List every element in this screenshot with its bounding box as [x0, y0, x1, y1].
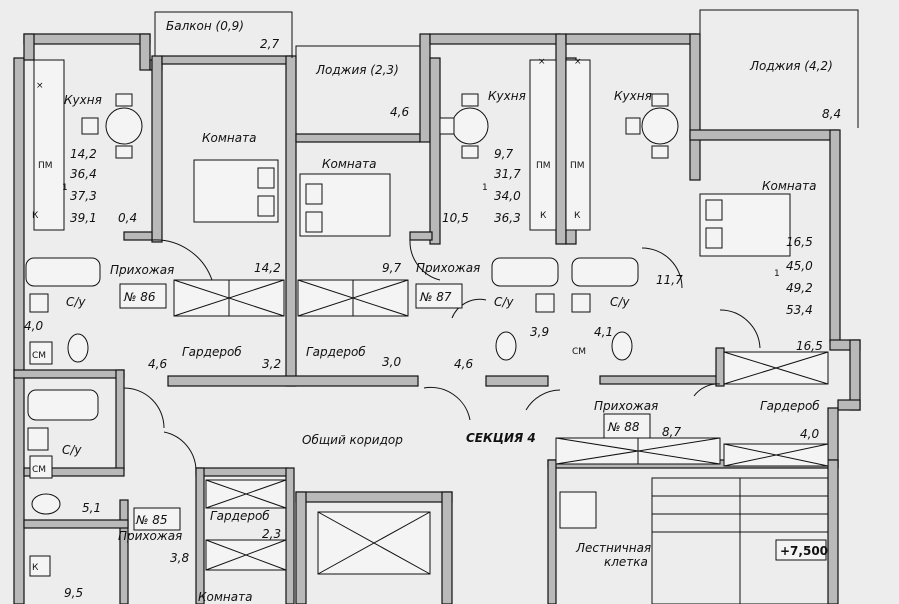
- apt-87-bath-area: 3,9: [530, 325, 549, 339]
- apt-88-number: № 88: [607, 420, 640, 434]
- kitchen-label-88: Кухня: [614, 89, 652, 103]
- apt-88-area-3: 49,2: [786, 281, 813, 295]
- level-label: +7,500: [780, 544, 828, 558]
- apt-88-badge: [603, 413, 651, 439]
- k-label-85: К: [32, 563, 39, 573]
- x-mark-88: ×: [574, 57, 582, 67]
- apt-87-room-area: 9,7: [382, 261, 401, 275]
- apt-87-wardrobe-area: 3,0: [382, 355, 401, 369]
- apt-88-rooms: 1: [774, 269, 780, 279]
- kitchen-label-87: Кухня: [488, 89, 526, 103]
- apt-86-badge: [119, 283, 167, 309]
- sm-label-85: СМ: [32, 465, 46, 475]
- apt-87-number: № 87: [419, 290, 452, 304]
- apt-86-rooms: 1: [62, 183, 68, 193]
- k-label-88: К: [574, 211, 581, 221]
- apt-86-hall-area: 4,6: [148, 357, 167, 371]
- apt-88-area-2: 45,0: [786, 259, 813, 273]
- hall-label-85: Прихожая: [118, 529, 182, 543]
- pm-label-87: ПМ: [536, 161, 551, 171]
- apt-86-bath-area: 4,0: [24, 319, 43, 333]
- hall-label-88: Прихожая: [594, 399, 658, 413]
- apt-88-bath-area: 4,1: [594, 325, 613, 339]
- wardrobe-label-85: Гардероб: [210, 509, 270, 523]
- loggia1-area: 4,6: [390, 105, 409, 119]
- apt-88-room-area: 16,5: [796, 339, 823, 353]
- loggia2-area: 8,4: [822, 107, 841, 121]
- kitchen-label-86: Кухня: [64, 93, 102, 107]
- sm-label-86: СМ: [32, 351, 46, 361]
- loggia1-label: Лоджия (2,3): [315, 63, 399, 77]
- apt-85-kitchen-area: 9,5: [64, 586, 83, 600]
- apt-85-number: № 85: [135, 513, 168, 527]
- apt-85-badge: [133, 507, 181, 531]
- pm-label-88: ПМ: [570, 161, 585, 171]
- apt-88-hall-area: 8,7: [662, 425, 681, 439]
- apt-88-area-1: 16,5: [786, 235, 813, 249]
- apt-87-area-2: 31,7: [494, 167, 521, 181]
- section-label: СЕКЦИЯ 4: [466, 431, 536, 445]
- apt-88-area-4: 53,4: [786, 303, 813, 317]
- apt-86-area-2: 36,4: [70, 167, 97, 181]
- x-mark-87: ×: [538, 57, 546, 67]
- bath-label-88: С/у: [610, 295, 630, 309]
- apt-86-room-area: 14,2: [254, 261, 281, 275]
- apt-87-rooms: 1: [482, 183, 488, 193]
- apt-85-hall-area: 3,8: [170, 551, 189, 565]
- k-label-86: К: [32, 211, 39, 221]
- apt-86-area-1: 14,2: [70, 147, 97, 161]
- apt-87-area-3: 34,0: [494, 189, 521, 203]
- apt-87-kitchen-area: 10,5: [442, 211, 469, 225]
- bath-label-86: С/у: [66, 295, 86, 309]
- balcony-label: Балкон (0,9): [166, 19, 244, 33]
- wardrobe-cabinets: [173, 279, 829, 575]
- stair-label-2: клетка: [604, 555, 648, 569]
- k-label-87: К: [540, 211, 547, 221]
- apt-86-area-4: 39,1: [70, 211, 97, 225]
- apt-86-wardrobe-area: 3,2: [262, 357, 281, 371]
- apt-85-wardrobe-area: 2,3: [262, 527, 281, 541]
- bath-label-87: С/у: [494, 295, 514, 309]
- hall-label-86: Прихожая: [110, 263, 174, 277]
- room-label-87: Комната: [322, 157, 376, 171]
- apt-86-kitchen-area: 0,4: [118, 211, 137, 225]
- apt-86-number: № 86: [123, 290, 156, 304]
- balcony-area: 2,7: [260, 37, 279, 51]
- kitchen-furniture: [33, 59, 791, 257]
- wardrobe-label-88: Гардероб: [760, 399, 820, 413]
- labels: Балкон (0,9) 2,7 Лоджия (2,3) 4,6 Лоджия…: [24, 19, 841, 604]
- wardrobe-label-86: Гардероб: [182, 345, 242, 359]
- outdoor-areas: [154, 9, 859, 134]
- loggia2-label: Лоджия (4,2): [749, 59, 833, 73]
- apt-87-area-4: 36,3: [494, 211, 521, 225]
- corridor-label: Общий коридор: [302, 433, 403, 447]
- doors: [123, 239, 761, 471]
- apt-87-badge: [415, 283, 463, 309]
- apt-86-area-3: 37,3: [70, 189, 97, 203]
- stair-label-1: Лестничная: [575, 541, 651, 555]
- sm-label-88: СМ: [572, 347, 586, 357]
- apt-88-kitchen-area: 11,7: [656, 273, 683, 287]
- wardrobe-label-87: Гардероб: [306, 345, 366, 359]
- apt-87-area-1: 9,7: [494, 147, 513, 161]
- room-label-88: Комната: [762, 179, 816, 193]
- hall-label-87: Прихожая: [416, 261, 480, 275]
- apt-88-wardrobe-area: 4,0: [800, 427, 819, 441]
- x-mark-86: ×: [36, 81, 44, 91]
- apt-87-hall-area: 4,6: [454, 357, 473, 371]
- room-label-85: Комната: [198, 590, 252, 604]
- room-label-86: Комната: [202, 131, 256, 145]
- pm-label-86: ПМ: [38, 161, 53, 171]
- bath-fixtures: [25, 257, 829, 604]
- apt-85-bath-area: 5,1: [82, 501, 101, 515]
- bath-label-85: С/у: [62, 443, 82, 457]
